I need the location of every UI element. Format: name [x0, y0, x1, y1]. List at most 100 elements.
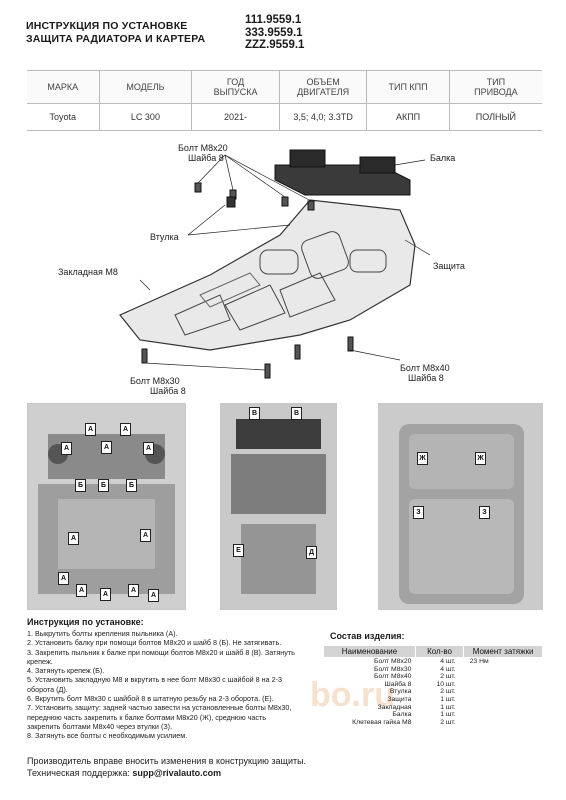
composition-row: Втулка 2 шт.: [324, 688, 543, 696]
spec-header: МАРКА: [27, 70, 100, 104]
instruction-step: 5. Установить закладную М8 и вкрутить в …: [27, 675, 282, 694]
title-line-2: ЗАЩИТА РАДИАТОРА И КАРТЕРА: [26, 33, 206, 45]
spec-header: ТИП КПП: [366, 70, 450, 104]
instruction-step: 1. Выкрутить болты крепления пыльника (А…: [27, 629, 178, 638]
composition-header: Кол-во: [414, 645, 465, 658]
item-torque: [464, 681, 543, 689]
instructions-list: 1. Выкрутить болты крепления пыльника (А…: [27, 629, 332, 741]
spec-cell: 3,5; 4,0; 3.3TD: [278, 103, 367, 131]
label-bolt-m8x40: Болт М8х40: [400, 363, 450, 373]
callout-b: Б: [75, 479, 86, 492]
composition-header: Момент затяжки: [463, 645, 543, 658]
instruction-step: 7. Установить защиту: задней частью заве…: [27, 703, 292, 731]
composition-row: Болт М8х40 2 шт.: [324, 673, 543, 681]
vehicle-spec-table: МАРКА МОДЕЛЬ ГОД ВЫПУСКА ОБЪЕМ ДВИГАТЕЛЯ…: [27, 70, 542, 131]
callout-v: В: [291, 407, 302, 420]
part-code: ZZZ.9559.1: [245, 39, 305, 52]
spec-cell: ПОЛНЫЙ: [448, 103, 542, 131]
spec-cell: Toyota: [27, 103, 100, 131]
spec-header: МОДЕЛЬ: [98, 70, 192, 104]
item-qty: 4 шт.: [440, 658, 456, 665]
composition-row: Болт М8х20 4 шт. 23 Нм: [324, 658, 543, 666]
item-qty: 2 шт.: [440, 673, 456, 681]
item-torque: [464, 688, 543, 696]
instruction-step: 8. Затянуть все болты с необходимым усил…: [27, 731, 188, 741]
spec-cell: АКПП: [366, 103, 450, 131]
title-line-1: ИНСТРУКЦИЯ ПО УСТАНОВКЕ: [26, 20, 188, 32]
item-qty: 4 шт.: [440, 665, 456, 673]
instruction-step: 3. Закрепить пыльник к балке при помощи …: [27, 647, 295, 666]
photo-middle-drawing: [221, 404, 336, 609]
part-code: 111.9559.1: [245, 14, 302, 26]
callout-a: А: [100, 588, 111, 601]
beam-part: [274, 149, 411, 196]
leader-lines: [139, 154, 431, 371]
instruction-step: 6. Вкрутить болт М8х30 с шайбой 8 в штат…: [27, 694, 274, 704]
watermark: bo.ru: [310, 676, 395, 714]
callout-a: А: [85, 423, 96, 436]
item-name: Болт М8х40: [374, 673, 412, 681]
item-name: Втулка: [389, 688, 412, 696]
callout-z: З: [479, 506, 490, 519]
callout-d: Д: [306, 546, 317, 559]
photo-underbody-left: А А А А А Б Б Б А А А А А А А: [27, 403, 186, 610]
label-bolt-m8x20: Болт М8х20: [178, 143, 228, 153]
item-name: Болт М8х20: [374, 658, 412, 665]
support-email-link[interactable]: supp@rivalauto.com: [132, 768, 222, 778]
callout-e: Е: [233, 544, 244, 557]
spec-header: ГОД ВЫПУСКА: [191, 70, 280, 104]
footer: Производитель вправе вносить изменения в…: [27, 755, 306, 779]
item-name: Шайба 8: [384, 680, 412, 688]
label-bushing: Втулка: [150, 232, 179, 242]
item-name: Закладная: [377, 703, 412, 711]
label-guard: Защита: [433, 261, 465, 271]
callout-zh: Ж: [475, 452, 486, 465]
spec-cell: 2021-: [191, 103, 280, 131]
item-qty: 1 шт.: [440, 711, 456, 719]
item-name: Клетевая гайка М8: [352, 718, 412, 726]
item-torque: [464, 696, 543, 704]
composition-table: Наименование Кол-во Момент затяжки Болт …: [323, 645, 543, 726]
item-qty: 2 шт.: [440, 688, 456, 696]
photo-left-drawing: [28, 404, 185, 609]
callout-a: А: [143, 442, 154, 455]
item-torque: [464, 711, 543, 719]
callout-v: В: [249, 407, 260, 420]
composition-header: Наименование: [323, 645, 416, 658]
support-label: Техническая поддержка:: [27, 768, 130, 778]
item-torque: [464, 719, 543, 727]
item-torque: 23 Нм: [469, 658, 489, 665]
composition-row: Балка 1 шт.: [324, 711, 543, 719]
callout-a: А: [148, 589, 159, 602]
instructions-title: Инструкция по установке:: [27, 617, 144, 627]
footer-disclaimer: Производитель вправе вносить изменения в…: [27, 756, 307, 766]
item-name: Балка: [392, 711, 412, 719]
document-title: ИНСТРУКЦИЯ ПО УСТАНОВКЕ ЗАЩИТА РАДИАТОРА…: [26, 20, 205, 46]
callout-b: Б: [98, 479, 109, 492]
photo-right-drawing: [379, 404, 542, 609]
label-washer-left: Шайба 8: [150, 386, 186, 396]
callout-b: Б: [126, 479, 137, 492]
footer-support: Техническая поддержка: supp@rivalauto.co…: [27, 767, 306, 779]
callout-a: А: [58, 572, 69, 585]
callout-a: А: [120, 423, 131, 436]
instruction-step: 2. Установить балку при помощи болтов М8…: [27, 638, 282, 648]
label-insert-nut: Закладная М8: [58, 267, 118, 277]
item-name: Защита: [387, 695, 412, 703]
spec-header: ОБЪЕМ ДВИГАТЕЛЯ: [278, 70, 367, 104]
callout-zh: Ж: [417, 452, 428, 465]
callout-a: А: [101, 441, 112, 454]
spec-cell: LC 300: [98, 103, 192, 131]
label-washer-right: Шайба 8: [408, 373, 444, 383]
guard-plate: [119, 199, 416, 351]
spec-header: ТИП ПРИВОДА: [448, 70, 542, 104]
item-torque: [464, 704, 543, 712]
callout-a: А: [68, 532, 79, 545]
callout-a: А: [61, 442, 72, 455]
part-codes: 111.9559.1 333.9559.1 ZZZ.9559.1: [245, 14, 304, 52]
